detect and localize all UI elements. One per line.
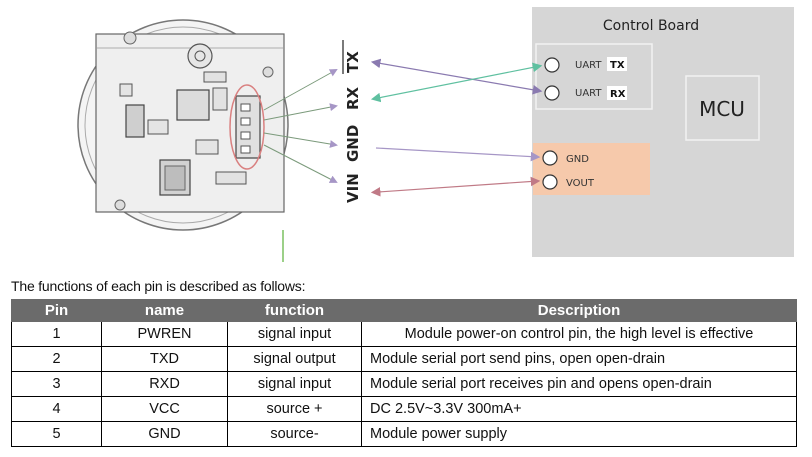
cell-function: signal input: [227, 371, 362, 397]
cell-name: TXD: [101, 346, 228, 372]
cell-pin: 3: [11, 371, 102, 397]
wire-rx-to-uart-tx: [370, 62, 543, 103]
port-uart-tx: [544, 57, 560, 73]
cell-description: Module power-on control pin, the high le…: [361, 321, 797, 347]
port-vout-label: VOUT: [566, 178, 595, 189]
wire-vin-vout: [370, 176, 541, 197]
cell-name: VCC: [101, 396, 228, 422]
cell-description: DC 2.5V~3.3V 300mA+: [361, 396, 797, 422]
mcu-label: MCU: [699, 97, 745, 121]
port-uart-rx: [544, 85, 560, 101]
port-uart-tx-prefix: UART: [575, 60, 602, 71]
table-row: 5 GND source- Module power supply: [11, 421, 797, 447]
pin-table-intro: The functions of each pin is described a…: [11, 278, 306, 294]
table-row: 2 TXD signal output Module serial port s…: [11, 346, 797, 372]
cell-description: Module serial port receives pin and open…: [361, 371, 797, 397]
cell-name: PWREN: [101, 321, 228, 347]
header-description: Description: [361, 299, 797, 322]
board-title: Control Board: [603, 18, 699, 34]
sensor-pin-vin: VIN: [344, 173, 362, 203]
cell-function: signal input: [227, 321, 362, 347]
cell-pin: 4: [11, 396, 102, 422]
cell-description: Module serial port send pins, open open-…: [361, 346, 797, 372]
wire-tx-to-uart-rx: [370, 58, 543, 95]
cell-pin: 1: [11, 321, 102, 347]
cell-function: source-: [227, 421, 362, 447]
cell-function: signal output: [227, 346, 362, 372]
wire-gnd: [375, 147, 541, 162]
table-row: 3 RXD signal input Module serial port re…: [11, 371, 797, 397]
control-board: Control Board MCU UART TX UART RX GND VO…: [532, 7, 794, 257]
sensor-pin-gnd: GND: [344, 125, 362, 162]
header-function: function: [227, 299, 362, 322]
table-row: 1 PWREN signal input Module power-on con…: [11, 321, 797, 347]
cell-pin: 5: [11, 421, 102, 447]
port-gnd: [542, 150, 558, 166]
port-gnd-label: GND: [566, 154, 589, 165]
sensor-pin-rx: RX: [344, 86, 362, 110]
port-vout: [542, 174, 558, 190]
cell-name: GND: [101, 421, 228, 447]
mcu-block: [685, 75, 760, 141]
cell-pin: 2: [11, 346, 102, 372]
wiring-diagram: TX RX GND VIN Control Board MCU UART TX …: [77, 7, 794, 262]
cell-function: source +: [227, 396, 362, 422]
pin-function-table: Pin name function Description 1 PWREN si…: [11, 299, 797, 447]
table-header-row: Pin name function Description: [11, 299, 797, 322]
header-name: name: [101, 299, 228, 322]
cell-description: Module power supply: [361, 421, 797, 447]
port-uart-rx-prefix: UART: [575, 88, 602, 99]
cell-name: RXD: [101, 371, 228, 397]
sensor-module: [77, 19, 289, 262]
port-uart-tx-tag: TX: [610, 60, 625, 71]
sensor-pin-tx: TX: [344, 51, 362, 73]
port-uart-rx-tag: RX: [610, 89, 626, 100]
table-row: 4 VCC source + DC 2.5V~3.3V 300mA+: [11, 396, 797, 422]
header-pin: Pin: [11, 299, 102, 322]
